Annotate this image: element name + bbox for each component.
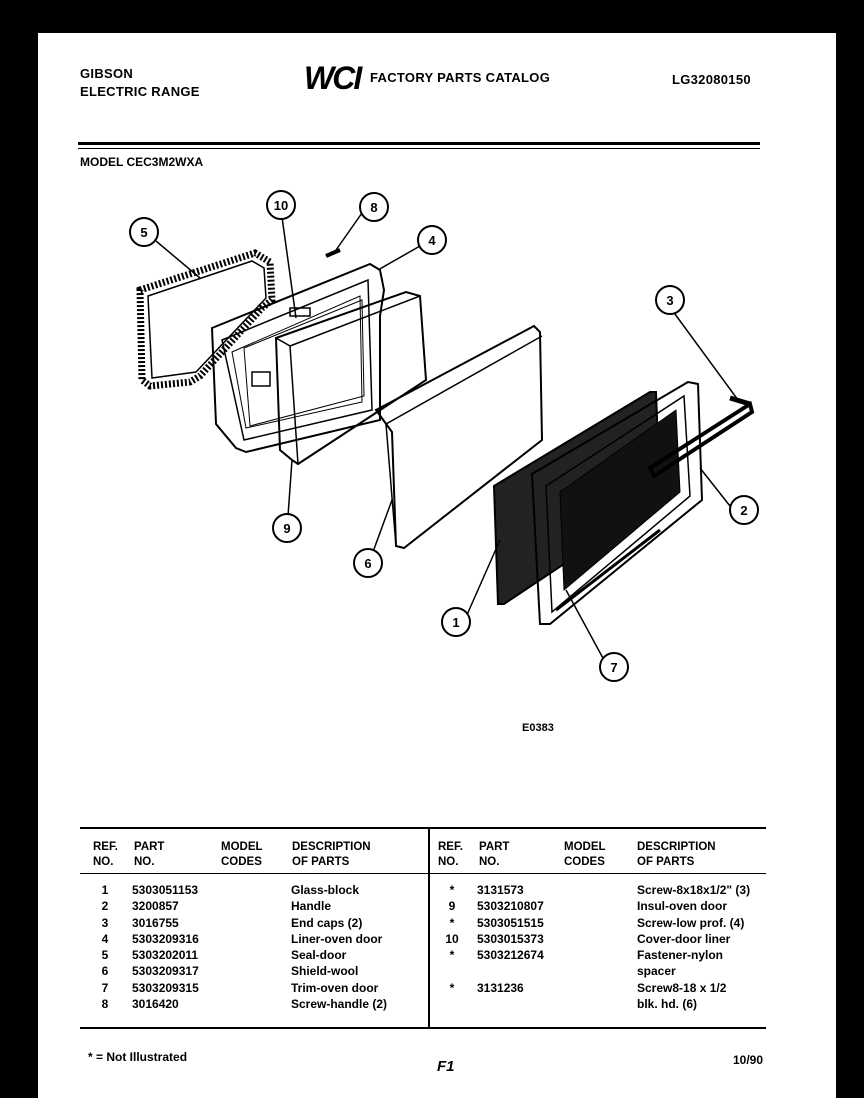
callout-label: 7 <box>610 660 617 675</box>
callout-label: 3 <box>666 293 673 308</box>
seal-door-part <box>136 249 276 390</box>
callout-label: 4 <box>428 233 436 248</box>
table-top-rule <box>80 827 766 829</box>
page-number: F1 <box>437 1058 455 1075</box>
callout-1 <box>441 607 471 637</box>
diagram-code: E0383 <box>522 722 554 734</box>
insul-oven-door-part <box>274 290 428 466</box>
callout-9 <box>272 513 302 543</box>
end-cap-part <box>729 395 751 407</box>
callout-label: 9 <box>283 521 290 536</box>
scan-border <box>0 0 38 33</box>
right-desc-column: Screw-8x18x1/2" (3)Insul-oven door Screw… <box>637 883 751 1012</box>
catalog-code: LG32080150 <box>672 72 751 87</box>
callout-label: 1 <box>452 615 459 630</box>
right-ref-column: *9 *10 * * <box>445 883 459 995</box>
screw-part <box>325 248 341 258</box>
catalog-title: FACTORY PARTS CATALOG <box>370 70 551 85</box>
not-illustrated-note: * = Not Illustrated <box>88 1050 188 1064</box>
header-ref-right: REF.NO. <box>438 841 463 868</box>
callout-10 <box>266 190 296 220</box>
header-rule-thin <box>78 148 760 149</box>
callout-3 <box>655 285 685 315</box>
liner-oven-door-part <box>210 262 386 454</box>
wci-logo: WCI <box>304 60 362 96</box>
callout-2 <box>729 495 759 525</box>
revision-date: 10/90 <box>733 1053 764 1067</box>
handle-part <box>647 400 755 479</box>
callout-8 <box>359 192 389 222</box>
brand-name: GIBSON <box>80 66 134 81</box>
exploded-door-diagram: 5 10 8 4 3 9 6 2 1 7 <box>129 190 759 682</box>
callout-label: 2 <box>740 503 747 518</box>
shield-wool-part <box>374 324 544 550</box>
callout-5 <box>129 217 159 247</box>
model-number: MODEL CEC3M2WXA <box>80 155 204 169</box>
callout-label: 6 <box>364 556 371 571</box>
table-bottom-rule <box>80 1027 766 1029</box>
product-name: ELECTRIC RANGE <box>80 84 200 99</box>
callout-6 <box>353 548 383 578</box>
header-ref: REF.NO. <box>93 841 118 868</box>
table-header-rule <box>80 873 766 874</box>
trim-oven-door-part <box>530 380 704 625</box>
callout-7 <box>599 652 629 682</box>
callout-label: 10 <box>274 198 288 213</box>
catalog-page <box>38 33 836 1098</box>
callout-label: 5 <box>140 225 147 240</box>
callout-4 <box>417 225 447 255</box>
callout-label: 8 <box>370 200 377 215</box>
table-divider <box>428 829 430 1027</box>
header-rule <box>78 142 760 145</box>
